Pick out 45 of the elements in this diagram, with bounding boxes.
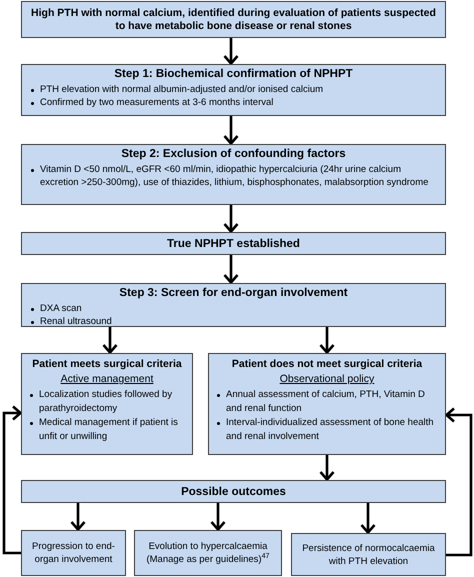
- bullet-item: Annual assessment of calcium, PTH, Vitamin D and renal function: [213, 388, 441, 416]
- process-box: [21, 232, 446, 255]
- arrow: [319, 455, 335, 481]
- bullet-item: Interval-individualized assessment of bone health and renal involvement: [213, 416, 441, 444]
- bullet-item: Medical management if patient is unfit or unwilling: [26, 416, 188, 444]
- bullet-item: PTH elevation with normal albumin-adjusted and/or ionised calcium: [27, 83, 324, 96]
- decision-box: [21, 353, 193, 455]
- process-box: [21, 283, 446, 327]
- outcome-box: [134, 530, 282, 576]
- arrow: [223, 205, 239, 233]
- decision-box: [208, 353, 446, 455]
- process-box: [21, 480, 446, 503]
- arrow: [223, 255, 239, 284]
- arrow: [70, 503, 86, 531]
- process-box: [21, 144, 446, 205]
- box-text: High PTH with normal calcium, identified during evaluation of patients suspected to have metabolic bone disease or renal stones: [30, 6, 437, 32]
- outcome-box: [291, 533, 446, 576]
- process-box: [21, 64, 446, 116]
- outcome-text: Evolution to hypercalcaemia (Manage as per guidelines)$^{47}$: [145, 540, 271, 566]
- bullet-item: Renal ultrasound: [27, 315, 112, 328]
- bullet-item: DXA scan: [27, 302, 82, 315]
- box-text: Possible outcomes: [181, 484, 286, 498]
- bullet-item: Confirmed by two measurements at 3-6 months interval: [27, 96, 274, 109]
- outcome-text: Progression to end-organ involvement: [31, 540, 116, 566]
- bullet-item: Vitamin D <50 nmol/L, eGFR <60 ml/min, idiopathic hypercalciuria (24hr urine calcium excretion >250-300mg), use of thiazides, lithium, bisphosphonates, malabsorption syndrome: [27, 163, 440, 189]
- option-heading: Patient does not meet surgical criteria: [232, 357, 422, 372]
- outcome-box: [21, 530, 126, 576]
- feedback-arrow: [2, 405, 22, 554]
- arrow: [319, 327, 335, 354]
- feedback-arrow: [445, 407, 472, 556]
- option-subheading: Active management: [60, 372, 154, 387]
- option-subheading: Observational policy: [280, 372, 374, 387]
- arrow: [360, 503, 376, 534]
- start-box: [21, 1, 446, 38]
- step-heading: Step 2: Exclusion of confounding factors: [121, 147, 346, 162]
- option-heading: Patient meets surgical criteria: [32, 357, 182, 372]
- bullet-item: Localization studies followed by parathyroidectomy: [26, 388, 188, 416]
- box-text: True NPHPT established: [167, 236, 300, 250]
- outcome-text: Persistence of normocalcaemia with PTH elevation: [301, 542, 436, 568]
- arrow: [210, 503, 226, 531]
- step-heading: Step 3: Screen for end-organ involvement: [119, 286, 348, 301]
- arrow: [102, 327, 118, 354]
- step-heading: Step 1: Biochemical confirmation of NPHPT: [114, 67, 353, 82]
- arrow: [223, 116, 239, 145]
- arrow: [223, 38, 239, 65]
